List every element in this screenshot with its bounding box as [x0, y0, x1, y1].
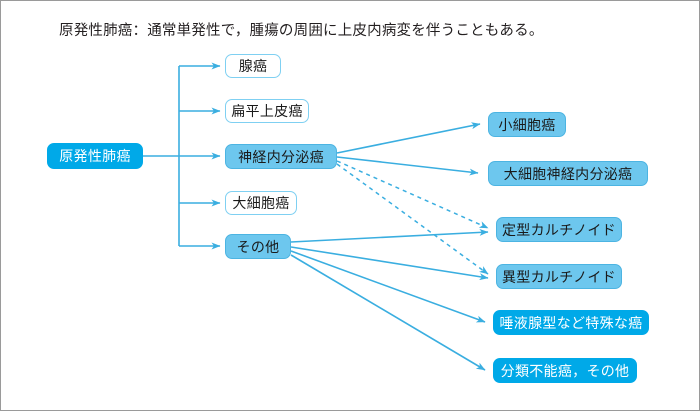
edge-neuroendocrine-to-typical-carcinoid	[336, 160, 489, 229]
node-typical-carcinoid[interactable]: 定型カルチノイド	[496, 217, 622, 242]
node-other[interactable]: その他	[225, 234, 291, 259]
edge-other-to-salivary-type	[290, 250, 486, 323]
node-unclassifiable[interactable]: 分類不能癌，その他	[493, 358, 637, 383]
node-large-cell[interactable]: 大細胞癌	[225, 191, 297, 215]
edge-neuroendocrine-to-atypical-carcinoid	[336, 163, 489, 275]
node-atypical-carcinoid[interactable]: 異型カルチノイド	[496, 264, 622, 289]
node-salivary-type[interactable]: 唾液腺型など特殊な癌	[493, 310, 649, 335]
node-small-cell[interactable]: 小細胞癌	[488, 112, 566, 137]
edge-other-to-unclassifiable	[290, 254, 486, 371]
edge-other-to-typical-carcinoid	[290, 228, 489, 243]
edge-neuroendocrine-to-large-cell-neuro	[336, 156, 479, 176]
node-primary-lung-cancer[interactable]: 原発性肺癌	[47, 143, 143, 169]
node-large-cell-neuro[interactable]: 大細胞神経内分泌癌	[488, 161, 648, 186]
node-neuroendocrine[interactable]: 神経内分泌癌	[225, 144, 337, 169]
node-squamous[interactable]: 扁平上皮癌	[225, 99, 309, 123]
node-adenocarcinoma[interactable]: 腺癌	[225, 54, 281, 78]
edge-other-to-atypical-carcinoid	[290, 246, 489, 281]
edge-neuroendocrine-to-small-cell	[336, 122, 481, 154]
diagram-caption: 原発性肺癌：通常単発性で，腫瘍の周囲に上皮内病変を伴うこともある。	[59, 23, 544, 39]
